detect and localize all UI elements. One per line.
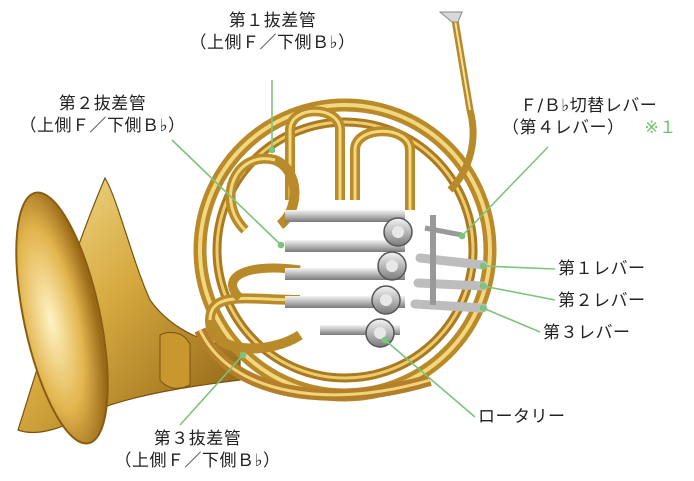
leadpipe [447,19,477,193]
label-slide1-line2: （上側Ｆ／下側Ｂ♭） [189,33,356,53]
label-slide1-line1: 第１抜差管 [228,11,317,31]
label-slide2: 第２抜差管 （上側Ｆ／下側Ｂ♭） [10,93,195,137]
label-switch-line2: （第４レバー） [502,118,625,138]
mouthpiece [438,11,463,23]
label-slide2-line1: 第２抜差管 [58,94,147,114]
leader-lever1 [482,265,556,270]
label-slide3-line1: 第３抜差管 [153,429,242,449]
bell-rim [15,191,109,445]
leader-slide2 [171,139,282,246]
levers [410,215,488,313]
rotary-caps [365,217,413,348]
label-lever3: 第３レバー [543,323,631,343]
horn-image [15,11,497,445]
label-switch-line1: Ｆ/Ｂ♭切替レバー [520,96,658,116]
label-slide3-line2: （上側Ｆ／下側Ｂ♭） [114,451,281,471]
label-slide2-line2: （上側Ｆ／下側Ｂ♭） [19,116,186,136]
label-rotary: ロータリー [478,407,566,427]
leader-slide3 [179,354,244,426]
leader-rotary [384,339,476,418]
label-slide3: 第３抜差管 （上側Ｆ／下側Ｂ♭） [105,428,290,472]
label-switch-lever: Ｆ/Ｂ♭切替レバー （第４レバー） ※１ [502,95,677,139]
leader-lines [171,80,556,426]
leader-switch [461,146,549,237]
label-lever2: 第２レバー [558,291,646,311]
leader-lever3 [482,307,541,333]
label-slide1: 第１抜差管 （上側Ｆ／下側Ｂ♭） [180,10,365,54]
label-switch-note: ※１ [644,118,677,138]
label-lever1: 第１レバー [558,259,646,279]
leader-lever2 [482,285,556,301]
